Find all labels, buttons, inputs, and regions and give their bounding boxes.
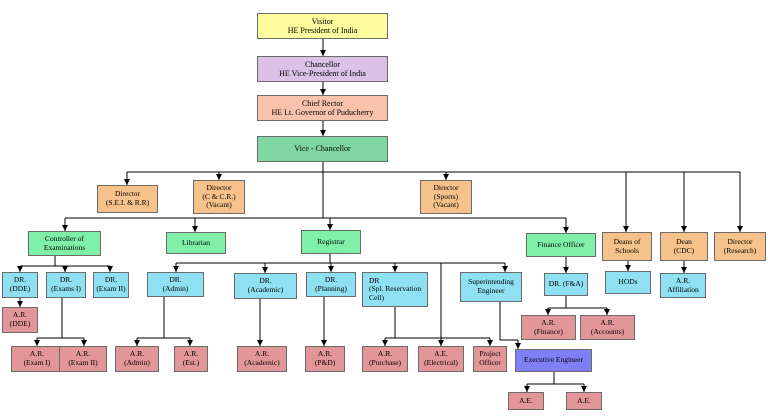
dr-academic-box: DR. (Academic) [234, 273, 297, 299]
chief-rector-box: Chief Rector HE Lt. Governor of Puducher… [257, 95, 388, 121]
ar-academic-box: A.R. (Academic) [237, 346, 287, 372]
ar-exam-i-box: A.R. (Exam I) [11, 346, 63, 372]
ar-pd-box: A.R. (P&D) [305, 346, 345, 372]
project-officer-box: Project Officer [473, 346, 507, 372]
registrar-box: Registrar [301, 230, 361, 254]
dr-dde-box: DR. (DDE) [2, 272, 38, 298]
executive-engineer-box: Executive Engineer [515, 349, 592, 372]
deans-of-schools-box: Deans of Schools [602, 232, 652, 261]
director-sports-box: Director (Sports) (Vacant) [420, 180, 472, 214]
ar-admin-box: A.R. (Admin) [115, 346, 159, 372]
visitor-box: Visitor HE President of India [257, 13, 388, 39]
dr-spl-reservation-cell-box: DR (Spl. Reservation Cell) [362, 272, 428, 307]
dr-exam-ii-box: DR. (Exam II) [93, 272, 129, 298]
dean-cdc-box: Dean (CDC) [660, 232, 708, 261]
superintending-engineer-box: Superintending Engineer [460, 272, 522, 302]
ar-affiliation-box: A.R. Affiliation [660, 273, 706, 298]
finance-officer-box: Finance Officer [526, 233, 596, 257]
ae-box-1: A.E. [508, 392, 544, 410]
controller-of-examinations-box: Controller of Examinations [28, 231, 101, 256]
vice-chancellor-box: Vice - Chancellor [257, 136, 388, 162]
librarian-box: Librarian [166, 232, 226, 254]
ar-accounts-box: A.R. (Accounts) [580, 315, 635, 340]
ar-est-box: A.R. (Est.) [174, 346, 208, 372]
ar-purchase-box: A.R. (Purchase) [362, 346, 408, 372]
dr-planning-box: DR. (Planning) [306, 272, 356, 297]
director-seir-box: Director (S.E.I. & R.R) [97, 185, 158, 213]
dr-admin-box: DR. (Admin) [147, 272, 204, 297]
ar-finance-box: A.R. (Finance) [521, 315, 576, 340]
ae-box-2: A.E. [566, 392, 602, 410]
dr-fa-box: DR. (F&A) [544, 273, 588, 296]
ae-electrical-box: A.E. (Electrical) [418, 346, 464, 372]
dr-exams-i-box: DR. (Exams I) [46, 272, 86, 298]
ar-exam-ii-box: A.R. (Exam II) [59, 346, 107, 372]
chancellor-box: Chancellor HE Vice-President of India [257, 56, 388, 82]
ar-dde-box: A.R. (DDE) [2, 307, 38, 333]
director-ccr-box: Director (C & C.R.) (Vacant) [193, 180, 245, 214]
director-research-box: Director (Research) [714, 232, 766, 261]
hods-box: HODs [605, 271, 651, 294]
